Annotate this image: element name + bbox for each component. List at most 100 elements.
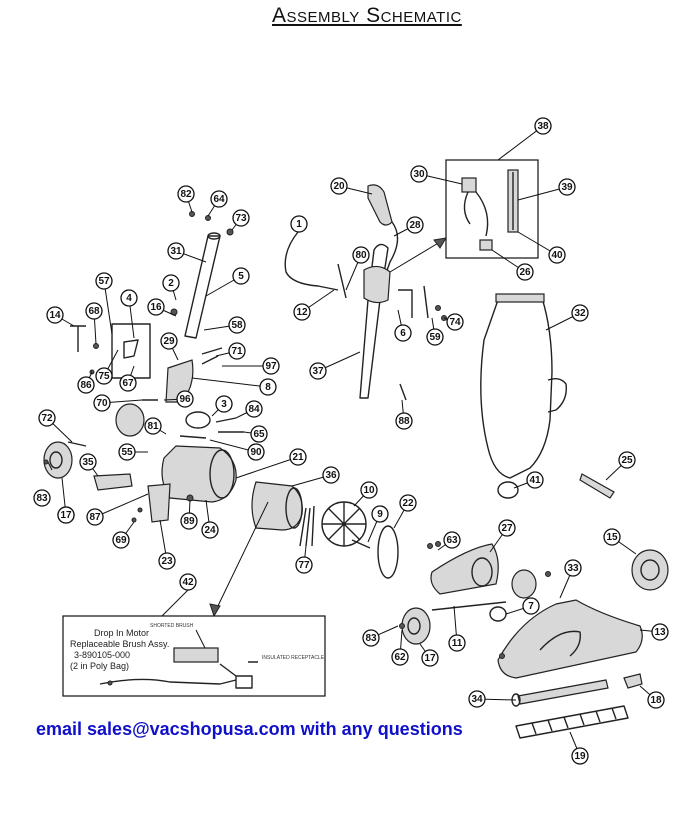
callout-circle [406, 216, 424, 234]
callout-77: 77 [295, 556, 313, 574]
callout-40: 40 [548, 246, 566, 264]
agitator [517, 679, 609, 705]
callout-83: 83 [362, 629, 380, 647]
callout-14: 14 [46, 306, 64, 324]
callout-label: 18 [650, 695, 662, 706]
callout-circle [395, 412, 413, 430]
callout-circle [232, 209, 250, 227]
callout-circle [86, 508, 104, 526]
callout-label: 20 [333, 181, 345, 192]
callout-68: 68 [85, 302, 103, 320]
callout-34: 34 [468, 690, 486, 708]
callout-label: 24 [204, 525, 216, 536]
callout-label: 17 [424, 653, 436, 664]
callout-70: 70 [93, 394, 111, 412]
callout-circle [160, 332, 178, 350]
callout-label: 10 [363, 485, 375, 496]
callout-circle [421, 649, 439, 667]
callout-circle [57, 506, 75, 524]
callout-label: 11 [452, 638, 463, 649]
contact-text[interactable]: email sales@vacshopusa.com with any ques… [36, 719, 463, 739]
callout-label: 29 [163, 336, 175, 347]
callout-circle [119, 374, 137, 392]
callout-58: 58 [228, 316, 246, 334]
callout-83: 83 [33, 489, 51, 507]
page-title: Assembly Schematic [272, 4, 462, 27]
o-ring [489, 606, 507, 622]
callout-circle [651, 623, 669, 641]
callout-84: 84 [245, 400, 263, 418]
callout-circle [33, 489, 51, 507]
callout-5: 5 [232, 267, 250, 285]
callout-circle [177, 185, 195, 203]
callout-12: 12 [293, 303, 311, 321]
callout-label: 90 [250, 447, 262, 458]
callout-circle [468, 690, 486, 708]
callout-29: 29 [160, 332, 178, 350]
callout-16: 16 [147, 298, 165, 316]
callout-21: 21 [289, 448, 307, 466]
callout-41: 41 [526, 471, 544, 489]
bottom-plate [515, 705, 629, 739]
upper-handle-tube [184, 235, 221, 339]
callout-96: 96 [176, 390, 194, 408]
callout-circle [176, 390, 194, 408]
callout-17: 17 [421, 649, 439, 667]
callout-label: 80 [355, 250, 367, 261]
callout-90: 90 [247, 443, 265, 461]
callout-circle [330, 177, 348, 195]
brush-pack [173, 647, 219, 663]
callout-10: 10 [360, 481, 378, 499]
callout-label: 6 [400, 328, 406, 339]
inset-heading-line-2: Replaceable Brush Assy. [70, 639, 169, 649]
callout-circle [77, 376, 95, 394]
callout-circle [290, 215, 308, 233]
callout-86: 86 [77, 376, 95, 394]
callout-circle [558, 178, 576, 196]
drop-in-motor-inset: Drop In Motor Replaceable Brush Assy. 3-… [62, 615, 326, 697]
callout-13: 13 [651, 623, 669, 641]
callout-circle [158, 552, 176, 570]
callout-circle [38, 409, 56, 427]
callout-label: 30 [413, 169, 425, 180]
callout-82: 82 [177, 185, 195, 203]
callout-25: 25 [618, 451, 636, 469]
belt-ring [497, 481, 519, 499]
callout-74: 74 [446, 313, 464, 331]
callout-35: 35 [79, 453, 97, 471]
callout-22: 22 [399, 494, 417, 512]
callout-circle [179, 573, 197, 591]
callout-circle [603, 528, 621, 546]
callout-circle [295, 556, 313, 574]
callout-64: 64 [210, 190, 228, 208]
callout-circle [391, 648, 409, 666]
callout-circle [112, 531, 130, 549]
callout-circle [362, 629, 380, 647]
callout-72: 72 [38, 409, 56, 427]
fan-gasket [377, 525, 399, 579]
callout-label: 33 [567, 563, 579, 574]
callout-label: 96 [179, 394, 191, 405]
callout-label: 3 [221, 399, 227, 410]
callout-label: 23 [161, 556, 173, 567]
callout-circle [232, 267, 250, 285]
callout-label: 62 [394, 652, 406, 663]
callout-30: 30 [410, 165, 428, 183]
callout-label: 55 [121, 447, 133, 458]
callout-circle [95, 272, 113, 290]
callout-label: 32 [574, 308, 586, 319]
callout-label: 68 [88, 306, 100, 317]
nozzle-base [497, 599, 643, 679]
callout-label: 72 [41, 413, 53, 424]
motor-end-cap [115, 403, 145, 437]
callout-label: 13 [654, 627, 666, 638]
callout-6: 6 [394, 324, 412, 342]
callout-label: 2 [168, 278, 174, 289]
callout-circle [93, 394, 111, 412]
fan-housing [430, 543, 499, 595]
callout-17: 17 [57, 506, 75, 524]
callout-circle [144, 417, 162, 435]
callout-97: 97 [262, 357, 280, 375]
callout-63: 63 [443, 531, 461, 549]
callout-circle [526, 471, 544, 489]
